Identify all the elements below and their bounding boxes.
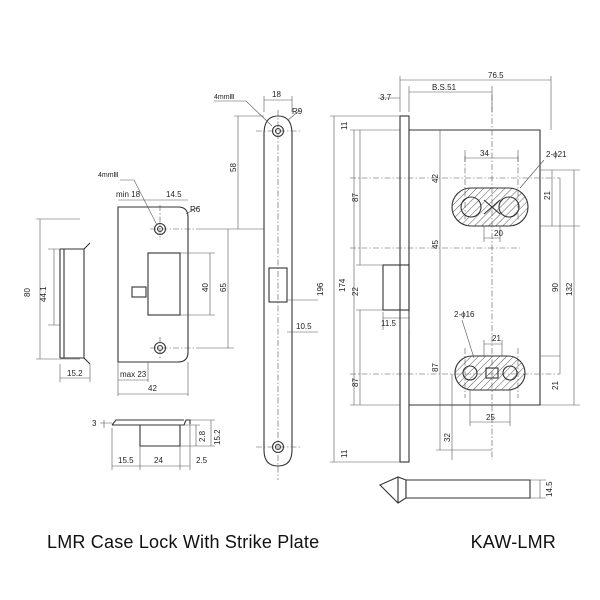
dim-76-5: 76.5 xyxy=(488,71,504,80)
dim-21-small: 21 xyxy=(492,334,501,343)
dim-40: 40 xyxy=(201,283,210,292)
dim-42: 42 xyxy=(148,384,157,393)
dim-4mm-face: 4mmⅢ xyxy=(214,94,235,101)
dim-80: 80 xyxy=(23,288,32,297)
dim-20: 20 xyxy=(494,229,503,238)
dim-4mm-strike: 4mmⅢ xyxy=(98,172,119,179)
dim-18-face: 18 xyxy=(272,90,281,99)
dim-15-5: 15.5 xyxy=(118,456,134,465)
dim-21-right-bottom: 21 xyxy=(551,381,560,390)
dim-90: 90 xyxy=(551,283,560,292)
dim-2-5: 2.5 xyxy=(196,456,208,465)
latch-bolt: 14.5 xyxy=(379,476,554,504)
dim-2-phi21: 2-ϕ21 xyxy=(546,150,567,159)
dim-11-top: 11 xyxy=(340,121,349,130)
dim-21-right-top: 21 xyxy=(543,191,552,200)
dim-14-5-bolt: 14.5 xyxy=(545,481,554,497)
dim-174: 174 xyxy=(338,278,347,292)
dim-10-5: 10.5 xyxy=(296,322,312,331)
dim-34: 34 xyxy=(480,149,489,158)
dim-24: 24 xyxy=(154,456,163,465)
dim-r6: R6 xyxy=(190,205,201,214)
dim-11-5: 11.5 xyxy=(381,319,397,328)
dim-65: 65 xyxy=(219,283,228,292)
product-title: LMR Case Lock With Strike Plate xyxy=(47,532,320,552)
dim-15-2-sec: 15.2 xyxy=(213,429,222,445)
faceplate-front: 4mmⅢ 18 R9 58 10.5 xyxy=(214,90,318,480)
dim-r9: R9 xyxy=(292,107,303,116)
follower-hole-large xyxy=(451,187,529,227)
dim-132: 132 xyxy=(565,282,574,296)
dim-2-8: 2.8 xyxy=(198,430,207,442)
dim-196: 196 xyxy=(316,282,325,296)
dim-3: 3 xyxy=(92,419,97,428)
dim-87-upper: 87 xyxy=(351,193,360,202)
dim-87-lower: 87 xyxy=(351,378,360,387)
dim-3-7: 3.7 xyxy=(380,93,392,102)
dim-max23: max 23 xyxy=(120,370,147,379)
dim-58: 58 xyxy=(229,163,238,172)
strike-side-view: 80 44.1 15.2 xyxy=(23,218,91,382)
dim-44-1: 44.1 xyxy=(39,286,48,302)
follower-hole-small xyxy=(454,355,526,391)
strike-plate-front: 4mmⅢ min 18 14.5 R6 40 65 max 23 42 xyxy=(98,172,234,396)
dim-45: 45 xyxy=(431,240,440,249)
dim-87-body: 87 xyxy=(431,363,440,372)
lock-body: 76.5 3.7 B.S.51 196 11 174 87 22 87 11 1… xyxy=(316,71,580,463)
model-number: KAW-LMR xyxy=(470,532,556,552)
dim-bs51: B.S.51 xyxy=(432,83,457,92)
dim-25: 25 xyxy=(486,413,495,422)
dim-15-2: 15.2 xyxy=(67,369,83,378)
dim-32: 32 xyxy=(443,433,452,442)
dim-42-body: 42 xyxy=(431,174,440,183)
dim-14-5: 14.5 xyxy=(166,190,182,199)
strike-section-view: 3 2.8 15.2 15.5 24 2.5 xyxy=(92,419,222,470)
dim-11-bottom: 11 xyxy=(340,449,349,458)
dim-min18: min 18 xyxy=(116,190,141,199)
dim-22: 22 xyxy=(351,287,360,296)
dim-2-phi16: 2-ϕ16 xyxy=(454,310,475,319)
